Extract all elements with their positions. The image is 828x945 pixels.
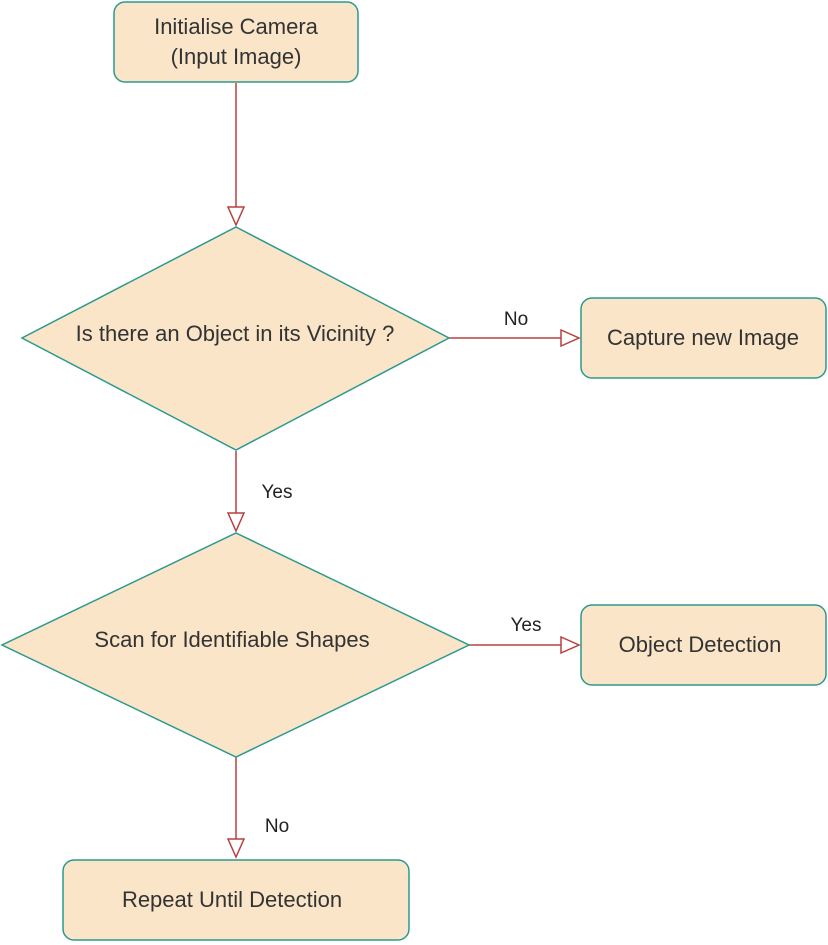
- edge-label-no-2: No: [265, 816, 289, 837]
- edge-object-check-no: No: [449, 309, 581, 348]
- edge-init-to-object-check: [226, 83, 246, 227]
- node-object-vicinity-decision: Is there an Object in its Vicinity ?: [20, 226, 451, 451]
- node-initialise-camera-line2: (Input Image): [171, 44, 302, 69]
- edge-scan-yes: Yes: [469, 615, 581, 655]
- edge-label-no-1: No: [504, 309, 528, 330]
- node-initialise-camera: Initialise Camera (Input Image): [113, 1, 359, 83]
- node-repeat-until-detection: Repeat Until Detection: [62, 859, 410, 941]
- node-scan-shapes-label: Scan for Identifiable Shapes: [94, 627, 369, 652]
- node-scan-shapes-decision: Scan for Identifiable Shapes: [0, 532, 471, 758]
- node-object-detection-label: Object Detection: [619, 632, 782, 657]
- node-capture-new-image: Capture new Image: [580, 297, 827, 379]
- node-initialise-camera-line1: Initialise Camera: [154, 14, 319, 39]
- node-object-vicinity-label: Is there an Object in its Vicinity ?: [76, 321, 395, 346]
- node-repeat-until-detection-label: Repeat Until Detection: [122, 887, 342, 912]
- edge-label-yes-2: Yes: [511, 615, 542, 636]
- edge-object-check-yes: Yes: [226, 451, 293, 533]
- edge-scan-no: No: [226, 757, 289, 859]
- edge-label-yes-1: Yes: [262, 482, 293, 503]
- node-object-detection: Object Detection: [580, 604, 827, 686]
- node-capture-new-image-label: Capture new Image: [607, 325, 799, 350]
